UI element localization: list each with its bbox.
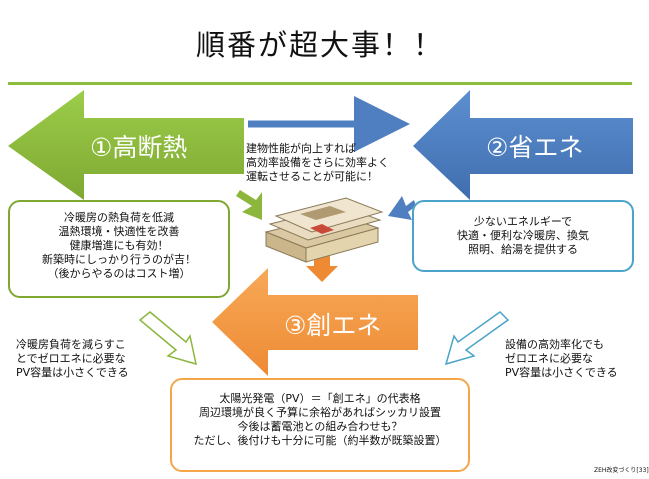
right-hollow-arrow (444, 311, 510, 366)
energy-saving-box-line: 快適・便利な冷暖房、換気 (457, 229, 589, 242)
energy-saving-arrow (413, 90, 633, 200)
left-side-note-line: PV容量は小さくできる (16, 366, 129, 379)
title-divider (8, 82, 632, 85)
left-hollow-arrow (138, 311, 197, 366)
insulation-box-line: 健康増進にも有効！ (69, 239, 169, 252)
insulation-arrow (8, 90, 244, 200)
energy-creation-box: 太陽光発電（PV）＝「創エネ」の代表格 周辺環境が良く予算に余裕があればシッカリ… (170, 378, 470, 472)
left-side-note-line: 冷暖房負荷を減らすこ (16, 338, 126, 351)
energy-saving-label: ②省エネ (486, 133, 584, 162)
energy-saving-box-line: 照明、給湯を提供する (468, 243, 578, 256)
left-side-note-line: とでゼロエネに必要な (16, 352, 126, 365)
insulation-box-line: 温熱環境・快適性を改善 (58, 225, 180, 238)
energy-saving-box: 少ないエネルギーで 快適・便利な冷暖房、換気 照明、給湯を提供する (412, 200, 634, 272)
down-connector-arrow (306, 254, 338, 282)
money-stack-icon (264, 197, 384, 263)
center-note-line: 運転させることが可能に！ (246, 170, 378, 183)
insulation-box-line: 冷暖房の熱負荷を低減 (64, 211, 174, 224)
energy-creation-box-line: 周辺環境が良く予算に余裕があればシッカリ設置 (199, 406, 441, 419)
insulation-box-line: 新築時にしっかり行うのが吉！ (42, 253, 196, 266)
energy-creation-box-line: ただし、後付けも十分に可能（約半数が既築設置） (193, 434, 447, 447)
left-side-note: 冷暖房負荷を減らすこ とでゼロエネに必要な PV容量は小さくできる (16, 338, 129, 380)
center-note-line: 建物性能が向上すれば (246, 142, 356, 155)
center-note-line: 高効率設備をさらに効率よく (246, 156, 389, 169)
insulation-box-line: （後からやるのはコスト増） (47, 267, 191, 280)
right-side-note-line: 設備の高効率化でも (505, 338, 604, 351)
energy-saving-box-line: 少ないエネルギーで (473, 215, 573, 228)
insulation-box: 冷暖房の熱負荷を低減 温熱環境・快適性を改善 健康増進にも有効！ 新築時にしっか… (8, 200, 230, 298)
to-insulation-connector-arrow (236, 190, 262, 220)
to-energy-saving-connector-arrow (388, 196, 416, 220)
page-title: 順番が超大事！！ (195, 28, 444, 62)
footer-reference: ZEH改変づくり[33] (594, 467, 649, 474)
energy-creation-box-line: 今後は蓄電池との組み合わせも？ (237, 420, 403, 433)
right-side-note-line: PV容量は小さくできる (505, 366, 618, 379)
energy-creation-arrow (212, 268, 418, 376)
energy-creation-label: ③創エネ (284, 311, 382, 340)
center-note: 建物性能が向上すれば 高効率設備をさらに効率よく 運転させることが可能に！ (246, 142, 389, 184)
insulation-label: ①高断熱 (90, 133, 188, 162)
energy-creation-box-line: 太陽光発電（PV）＝「創エネ」の代表格 (219, 392, 421, 405)
right-side-note: 設備の高効率化でも ゼロエネに必要な PV容量は小さくできる (505, 338, 618, 380)
right-side-note-line: ゼロエネに必要な (505, 352, 593, 365)
